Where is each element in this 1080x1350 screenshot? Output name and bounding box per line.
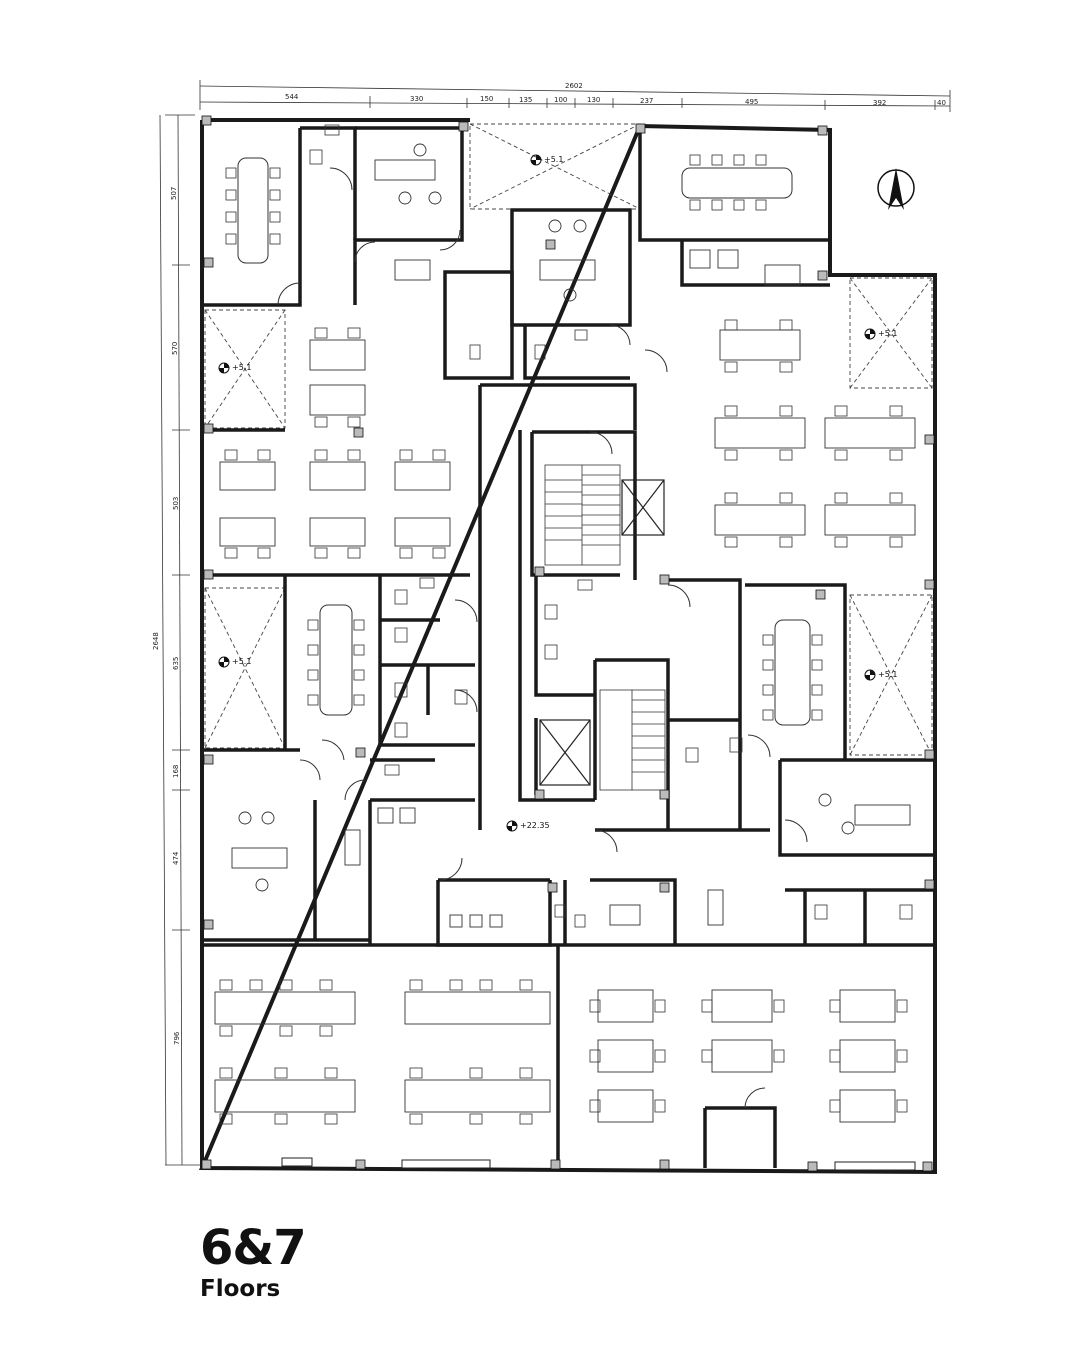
north-arrow-icon [877,168,915,210]
stair-upper [544,464,621,566]
dim-top-1: 544 [285,93,299,101]
wc-fixtures [309,124,913,928]
level-marker-icon [218,362,230,374]
dim-left-3: 503 [172,497,180,510]
workstation-chairs [219,319,908,1125]
dim-left-2: 570 [171,342,179,355]
level-markers [218,154,876,832]
dim-overall-left: 2648 [152,632,160,650]
office-desks [231,143,911,928]
level-marker-icon [530,154,542,166]
doors [277,167,808,1109]
conference-tables [237,157,811,726]
level-label-void-5: +5.1 [878,670,897,679]
floor-caption: 6&7 Floors [200,1220,307,1302]
windows [281,1157,916,1171]
dim-left-1: 507 [170,187,178,200]
dim-left-5: 168 [172,765,180,778]
floor-number: 6&7 [200,1220,307,1276]
columns [201,115,935,1172]
elevators [539,479,665,786]
dim-left-6: 474 [172,851,180,865]
dim-top-8: 495 [745,98,758,106]
level-label-void-1: +5.1 [544,155,563,164]
level-marker-icon [864,328,876,340]
conference-chairs [225,154,823,721]
dim-top-5: 100 [554,96,567,104]
dim-top-7: 237 [640,97,653,105]
dim-top-9: 392 [873,99,886,107]
dim-top-6: 130 [587,96,600,104]
level-marker-icon [218,656,230,668]
dim-top-4: 135 [519,96,532,104]
dim-left-4: 635 [172,657,180,670]
top-dimension-lines [199,80,951,112]
level-marker-icon [864,669,876,681]
workstations [214,329,916,1123]
left-dimension-lines [159,114,200,1166]
dim-top-2: 330 [410,95,423,103]
dim-left-7: 796 [173,1031,181,1045]
voids [204,123,933,756]
level-label-stair: +22.35 [520,821,550,830]
level-label-void-4: +5.1 [232,657,251,666]
floor-plan: 2602 544 330 150 135 100 130 237 495 392… [152,80,951,1175]
dim-top-10: 40 [937,99,946,107]
dim-top-3: 150 [480,95,493,103]
interior-walls [202,126,935,1168]
level-label-void-2: +5.1 [232,363,251,372]
floor-label: Floors [200,1276,281,1302]
stair-lower [599,689,666,791]
dim-overall-top: 2602 [565,82,583,90]
level-marker-icon [506,820,518,832]
level-label-void-3: +5.1 [878,329,897,338]
